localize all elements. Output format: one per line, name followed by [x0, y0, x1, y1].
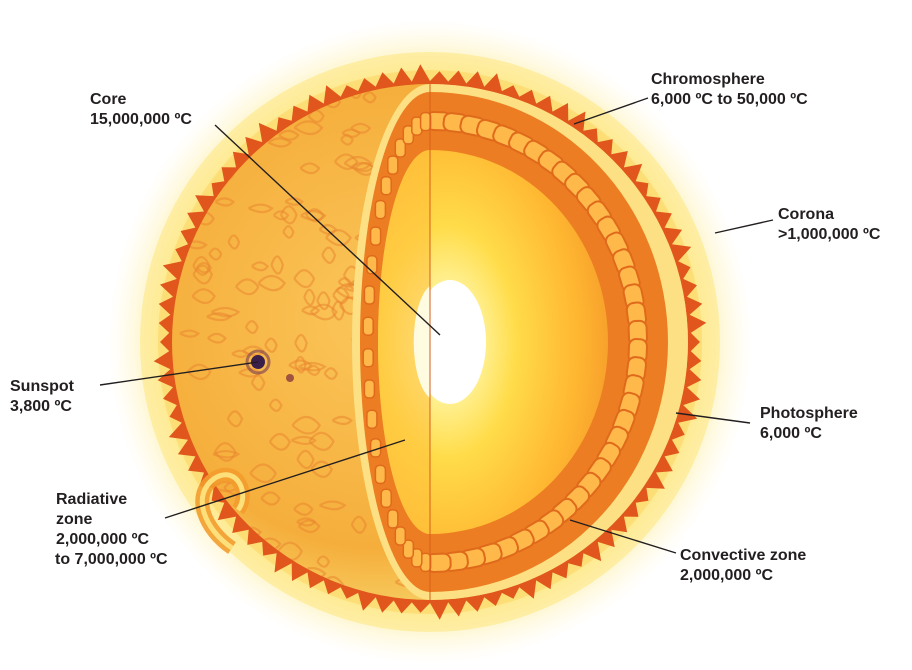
- convective-cell: [388, 156, 398, 174]
- sunspot-small: [286, 374, 294, 382]
- convective-cell: [388, 510, 398, 528]
- label-chromosphere: Chromosphere 6,000 ºC to 50,000 ºC: [651, 70, 808, 110]
- label-radiative-line1: Radiative: [56, 490, 168, 510]
- label-chromosphere-name: Chromosphere: [651, 70, 808, 90]
- label-core-name: Core: [90, 90, 192, 110]
- label-radiative-line2: zone: [56, 510, 168, 530]
- label-radiative-zone: Radiative zone 2,000,000 ºC to 7,000,000…: [56, 490, 168, 570]
- label-corona-name: Corona: [778, 205, 880, 225]
- label-sunspot: Sunspot 3,800 ºC: [10, 377, 74, 417]
- convective-cell: [363, 349, 373, 367]
- label-convective-temp: 2,000,000 ºC: [680, 566, 806, 586]
- convective-cell: [367, 410, 377, 428]
- convective-cell: [363, 317, 373, 335]
- label-radiative-line4: to 7,000,000 ºC: [55, 550, 168, 570]
- label-photosphere-name: Photosphere: [760, 404, 858, 424]
- label-chromosphere-temp: 6,000 ºC to 50,000 ºC: [651, 90, 808, 110]
- granule: [181, 575, 202, 584]
- convective-cell: [364, 286, 374, 304]
- label-core: Core 15,000,000 ºC: [90, 90, 192, 130]
- convective-cell: [395, 527, 405, 545]
- label-sunspot-temp: 3,800 ºC: [10, 397, 74, 417]
- convective-cell: [381, 489, 391, 507]
- label-radiative-line3: 2,000,000 ºC: [56, 530, 168, 550]
- label-corona: Corona >1,000,000 ºC: [778, 205, 880, 245]
- convective-cell: [364, 380, 374, 398]
- convective-cell: [375, 465, 385, 483]
- label-photosphere-temp: 6,000 ºC: [760, 424, 858, 444]
- convective-cell: [371, 227, 381, 245]
- label-photosphere: Photosphere 6,000 ºC: [760, 404, 858, 444]
- label-convective-name: Convective zone: [680, 546, 806, 566]
- convective-cell: [381, 177, 391, 195]
- label-convective-zone: Convective zone 2,000,000 ºC: [680, 546, 806, 586]
- label-sunspot-name: Sunspot: [10, 377, 74, 397]
- convective-cell: [375, 201, 385, 219]
- label-corona-temp: >1,000,000 ºC: [778, 225, 880, 245]
- label-core-temp: 15,000,000 ºC: [90, 110, 192, 130]
